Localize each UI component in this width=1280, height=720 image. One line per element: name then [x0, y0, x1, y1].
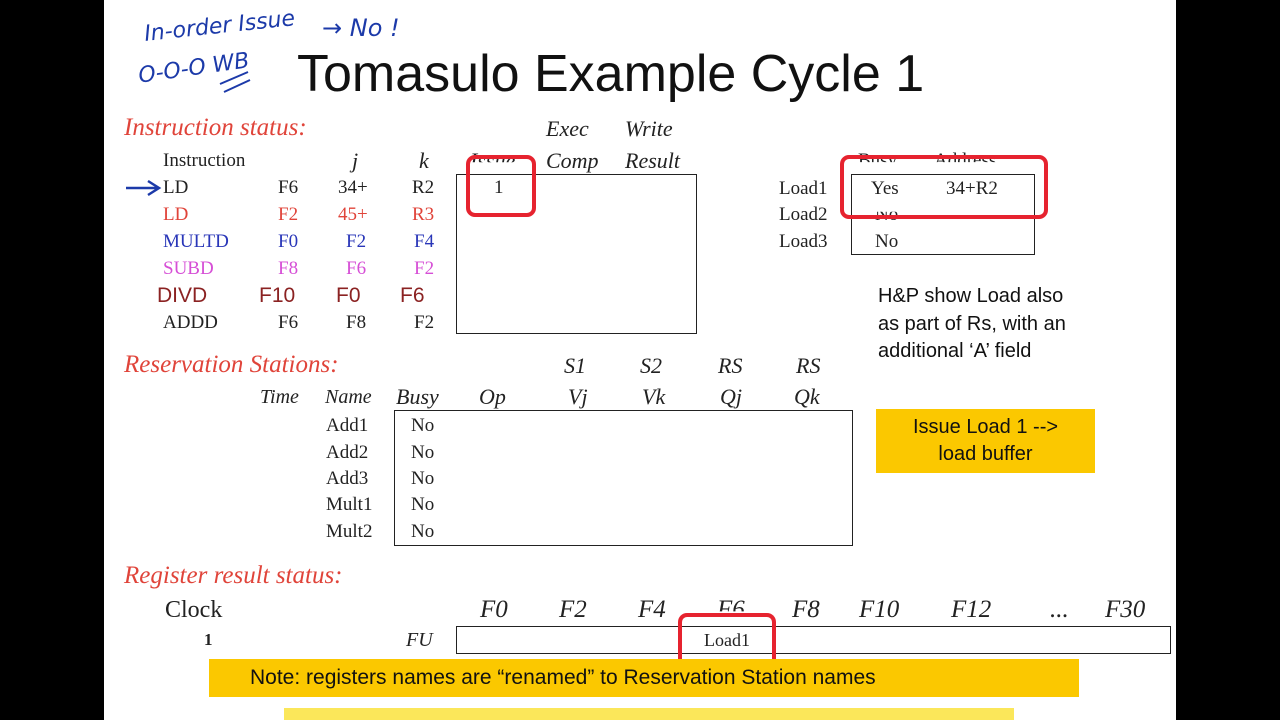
exec-header-top: Exec: [546, 116, 589, 141]
current-instruction-arrow-icon: [126, 179, 162, 197]
rs-op-header: Op: [479, 384, 506, 409]
reg-f2: F2: [559, 596, 587, 623]
instruction-column-header: Instruction: [163, 150, 246, 171]
f6-highlight: [678, 613, 776, 672]
issue-highlight: [466, 155, 536, 217]
instr-1-k: R3: [412, 204, 435, 225]
instr-4-op: DIVD: [157, 284, 208, 307]
reg-f12: F12: [951, 596, 992, 623]
rs-mult2-busy: No: [411, 521, 435, 542]
rs-add1-busy: No: [411, 415, 435, 436]
reg-f10: F10: [859, 596, 900, 623]
rs-add3-busy: No: [411, 468, 435, 489]
rs-time-header: Time: [260, 386, 299, 408]
handwritten-underline-icon: [219, 71, 251, 93]
instr-3-dest: F8: [278, 258, 299, 279]
issue-callout-line1: Issue Load 1 -->: [912, 416, 1059, 438]
instr-5-j: F8: [346, 312, 367, 333]
rs-mult1-name: Mult1: [326, 494, 373, 515]
register-status-heading: Register result status:: [124, 562, 343, 589]
reg-ellipsis: ...: [1050, 596, 1069, 623]
rs-add1-name: Add1: [326, 415, 369, 436]
instr-0-op: LD: [163, 177, 189, 198]
reg-f6: F6: [717, 596, 745, 623]
rs-mult1-busy: No: [411, 494, 435, 515]
load3-busy: No: [875, 231, 899, 252]
rs-add2-busy: No: [411, 442, 435, 463]
clock-label: Clock: [165, 597, 223, 623]
instr-3-op: SUBD: [163, 258, 214, 279]
instr-4-k: F6: [400, 284, 425, 307]
reg-f8: F8: [792, 596, 820, 623]
slide: In-order Issue → No ! O-O-O WB Tomasulo …: [104, 0, 1176, 720]
instr-5-dest: F6: [278, 312, 299, 333]
instr-4-j: F0: [336, 284, 361, 307]
exec-header-bottom: Comp: [546, 148, 599, 173]
issue-callout-line2: load buffer: [938, 443, 1033, 465]
instr-3-j: F6: [346, 258, 367, 279]
f6-fu-value: Load1: [704, 630, 750, 650]
rs-name-header: Name: [325, 386, 372, 408]
instr-5-k: F2: [414, 312, 435, 333]
fu-label: FU: [406, 629, 433, 651]
page-title: Tomasulo Example Cycle 1: [297, 45, 925, 103]
load3-name: Load3: [779, 231, 828, 252]
rs-busy-header: Busy: [396, 384, 439, 409]
load1-busy: Yes: [871, 178, 899, 199]
instr-2-j: F2: [346, 231, 367, 252]
reg-f30: F30: [1105, 596, 1146, 623]
rs-s2-top: S2: [640, 353, 662, 378]
reservation-stations-table: [394, 410, 853, 546]
load1-address: 34+R2: [946, 178, 998, 199]
rs-mult2-name: Mult2: [326, 521, 373, 542]
register-status-row: [456, 626, 1171, 654]
handwritten-in-order-issue: In-order Issue: [143, 6, 297, 47]
instr-4-dest: F10: [259, 284, 296, 307]
rs-add3-name: Add3: [326, 468, 369, 489]
instr-0-k: R2: [412, 177, 435, 198]
instruction-status-heading: Instruction status:: [124, 114, 307, 141]
instr-2-dest: F0: [278, 231, 299, 252]
load1-name: Load1: [779, 178, 828, 199]
hp-note-line3: additional ‘A’ field: [878, 340, 1032, 362]
cut-off-note-band: [284, 708, 1014, 720]
load2-name: Load2: [779, 204, 828, 225]
reg-f4: F4: [638, 596, 666, 623]
handwritten-no-note: → No !: [322, 14, 400, 42]
rs-s1-top: S1: [564, 353, 586, 378]
instr-1-j: 45+: [338, 204, 368, 225]
load-buffer-table: [851, 174, 1035, 255]
hp-note-line2: as part of Rs, with an: [878, 313, 1066, 335]
instr-2-op: MULTD: [163, 231, 229, 252]
instr-0-j: 34+: [338, 177, 368, 198]
j-column-header: j: [352, 148, 359, 173]
instr-0-issue: 1: [494, 177, 504, 198]
instr-0-dest: F6: [278, 177, 299, 198]
rs-add2-name: Add2: [326, 442, 369, 463]
instr-5-op: ADDD: [163, 312, 218, 333]
clock-value: 1: [204, 630, 213, 649]
instr-1-dest: F2: [278, 204, 299, 225]
reg-f0: F0: [480, 596, 508, 623]
hp-note-line1: H&P show Load also: [878, 285, 1064, 307]
reservation-stations-heading: Reservation Stations:: [124, 351, 339, 378]
rs-qj-header: Qj: [720, 384, 742, 409]
rs-rs-top-2: RS: [796, 353, 821, 378]
rs-qk-header: Qk: [794, 384, 820, 409]
write-header-bottom: Result: [625, 148, 680, 173]
issue-load-callout: Issue Load 1 --> load buffer: [876, 409, 1095, 473]
instr-3-k: F2: [414, 258, 435, 279]
write-header-top: Write: [625, 116, 673, 141]
instruction-status-table: [456, 174, 697, 334]
rs-vk-header: Vk: [642, 384, 666, 409]
instr-1-op: LD: [163, 204, 189, 225]
rename-note: Note: registers names are “renamed” to R…: [209, 659, 1079, 697]
k-column-header: k: [419, 148, 429, 173]
rs-vj-header: Vj: [568, 384, 588, 409]
instr-2-k: F4: [414, 231, 435, 252]
load1-highlight: [840, 155, 1048, 219]
rs-rs-top-1: RS: [718, 353, 743, 378]
